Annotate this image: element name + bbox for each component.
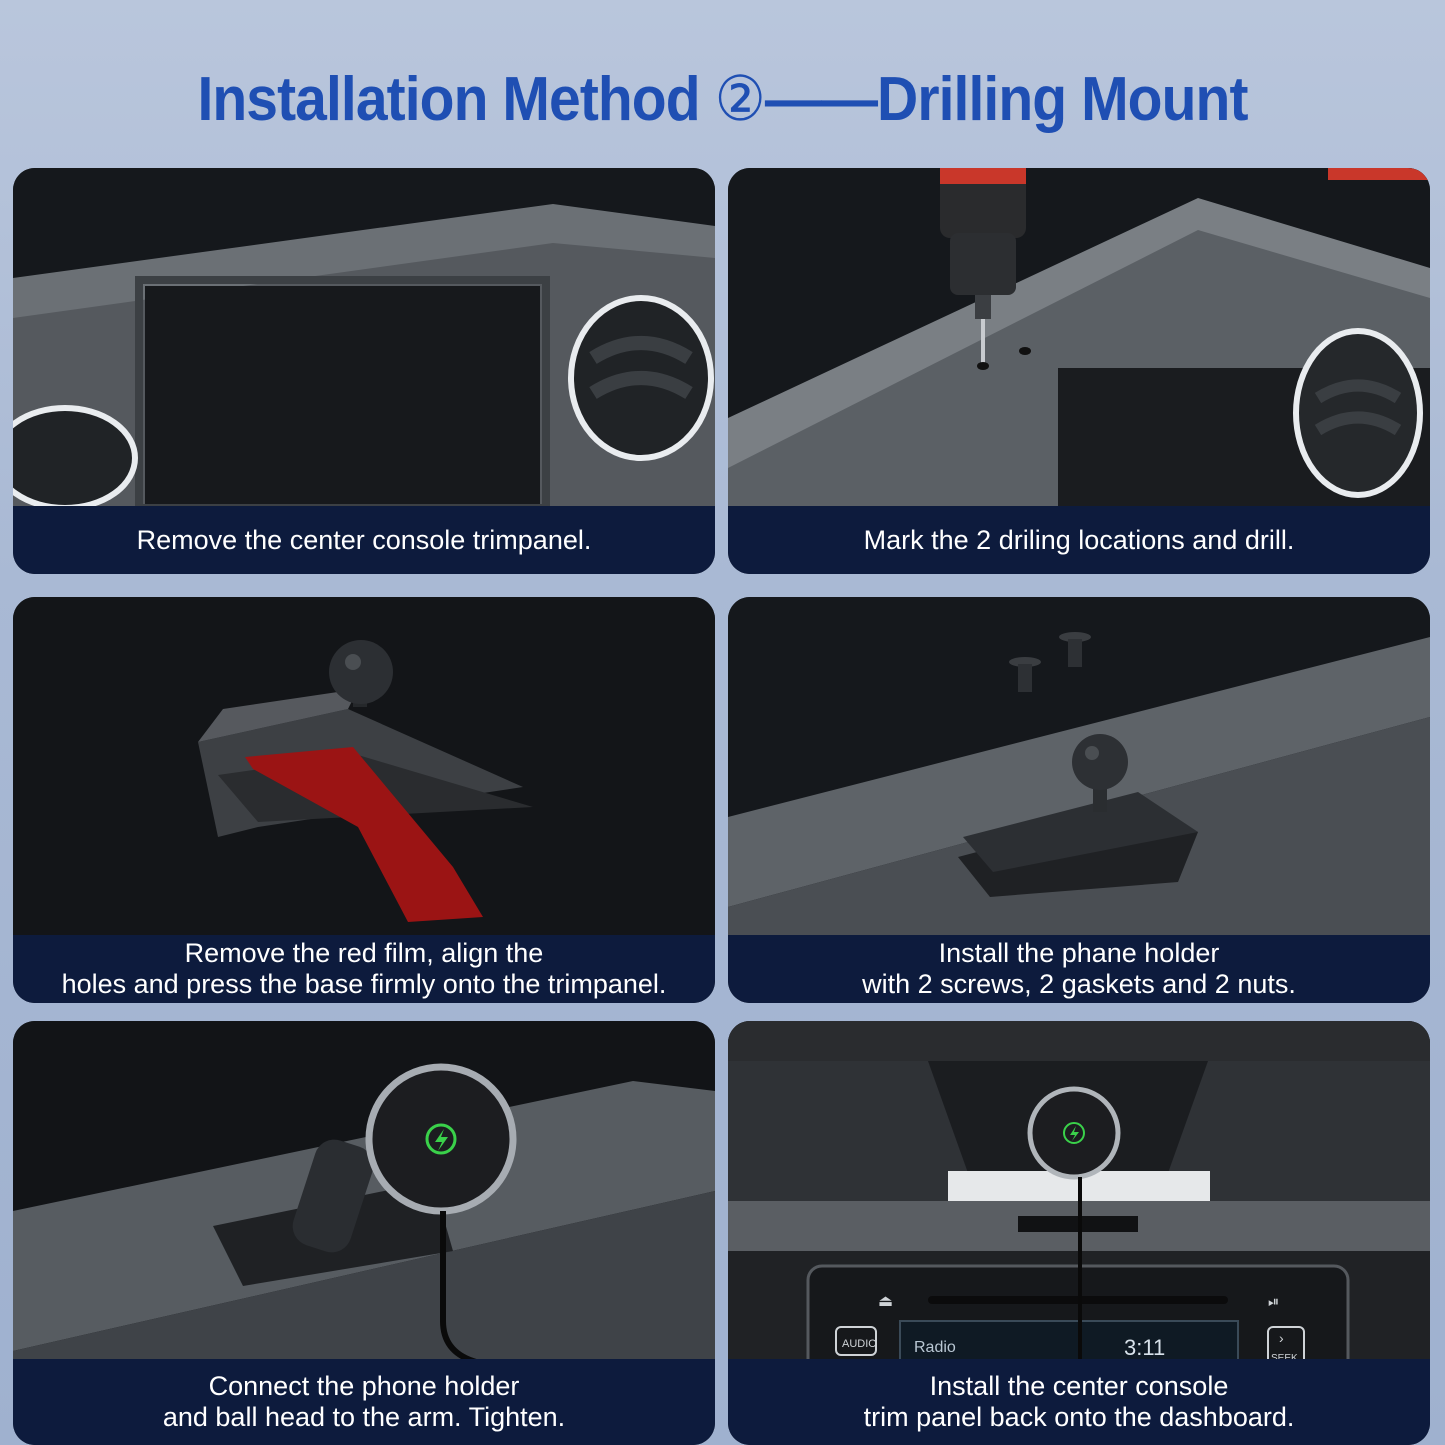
caption-line: Install the center console: [929, 1371, 1229, 1401]
step-5-caption: Connect the phone holder and ball head t…: [13, 1359, 715, 1445]
caption-line: with 2 screws, 2 gaskets and 2 nuts.: [862, 969, 1296, 999]
step-4-illustration: [728, 597, 1430, 937]
step-4-caption: Install the phane holder with 2 screws, …: [728, 935, 1430, 1003]
title-circled-number: ②: [714, 65, 766, 134]
step-6-caption: Install the center console trim panel ba…: [728, 1359, 1430, 1445]
lightning-bolt-icon: [1070, 1126, 1079, 1141]
step-panel-1: Remove the center console trimpanel.: [13, 168, 715, 574]
step-panel-6: ⏏ ⏯ AUDIO Radio 3:11 › SEEK Install the …: [728, 1021, 1430, 1445]
caption-line: Mark the 2 driling locations and drill.: [863, 524, 1295, 555]
title-right: ——Drilling Mount: [764, 65, 1249, 134]
caption-line: Install the phane holder: [938, 938, 1220, 968]
caption-line: and ball head to the arm. Tighten.: [162, 1402, 566, 1432]
play-pause-icon: ⏯: [1268, 1293, 1279, 1309]
step-2-caption: Mark the 2 driling locations and drill.: [728, 506, 1430, 574]
step-panel-2: Mark the 2 driling locations and drill.: [728, 168, 1430, 574]
lightning-bolt-icon: [435, 1129, 448, 1151]
caption-line: Remove the center console trimpanel.: [136, 524, 592, 555]
step-6-illustration: ⏏ ⏯ AUDIO Radio 3:11 › SEEK: [728, 1021, 1430, 1381]
caption-line: trim panel back onto the dashboard.: [863, 1402, 1295, 1432]
seek-arrow-icon: ›: [1279, 1330, 1284, 1346]
caption-line: Connect the phone holder: [208, 1371, 520, 1401]
radio-source-label: Radio: [914, 1339, 956, 1356]
step-panel-5: Connect the phone holder and ball head t…: [13, 1021, 715, 1445]
eject-icon: ⏏: [878, 1293, 893, 1310]
step-3-caption: Remove the red film, align the holes and…: [13, 935, 715, 1003]
step-panel-3: Remove the red film, align the holes and…: [13, 597, 715, 1003]
caption-line: Remove the red film, align the: [184, 938, 544, 968]
title-left: Installation Method: [197, 65, 715, 134]
seek-label: SEEK: [1271, 1353, 1298, 1364]
audio-label: AUDIO: [842, 1338, 877, 1350]
step-1-illustration: [13, 168, 715, 508]
step-1-caption: Remove the center console trimpanel.: [13, 506, 715, 574]
page-title: Installation Method ②——Drilling Mount: [58, 62, 1387, 135]
step-panel-4: Install the phane holder with 2 screws, …: [728, 597, 1430, 1003]
step-2-illustration: [728, 168, 1430, 508]
radio-time-label: 3:11: [1124, 1335, 1165, 1360]
caption-line: holes and press the base firmly onto the…: [61, 969, 667, 999]
step-3-illustration: [13, 597, 715, 937]
step-5-illustration: [13, 1021, 715, 1381]
